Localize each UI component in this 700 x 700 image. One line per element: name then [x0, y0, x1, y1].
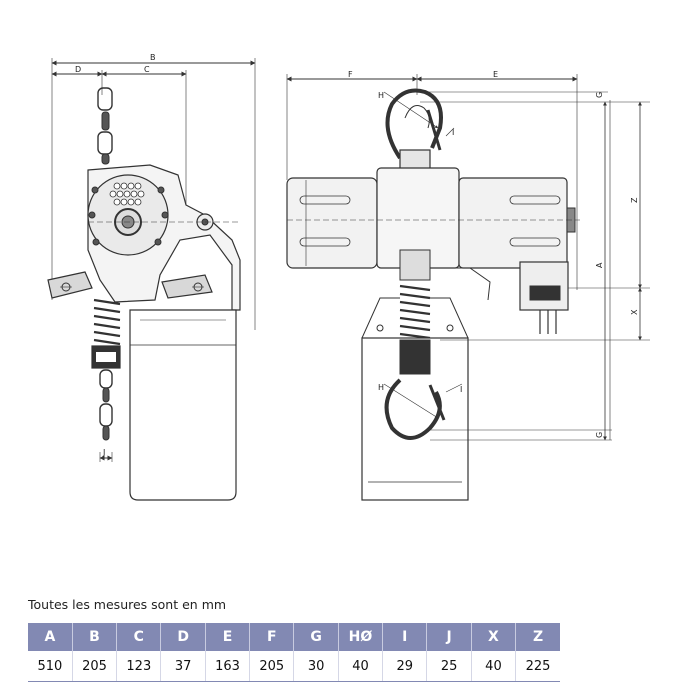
col-header: F [249, 623, 295, 651]
table-cell: 205 [249, 651, 295, 682]
col-header: G [293, 623, 339, 651]
col-header: A [28, 623, 73, 651]
label-d: D [75, 65, 81, 74]
label-a: A [595, 262, 604, 268]
label-h-top: H [378, 91, 384, 100]
table-cell: 29 [382, 651, 428, 682]
front-view [286, 74, 650, 501]
hoist-dimension-drawing: B D C F E H I H I G G Z A X J [47, 53, 650, 501]
col-header: X [471, 623, 517, 651]
label-i-top: I [452, 128, 454, 137]
table-cell: 30 [293, 651, 339, 682]
col-header: C [116, 623, 162, 651]
label-h-bottom: H [378, 383, 384, 392]
table-cell: 163 [205, 651, 251, 682]
dimensions-table: A B C D E F G HØ I J X Z 510 205 123 37 … [28, 623, 560, 682]
label-i-bottom: I [460, 385, 462, 394]
label-g-top: G [595, 92, 604, 98]
table-cell: 40 [471, 651, 517, 682]
label-b: B [150, 53, 156, 62]
label-c: C [144, 65, 150, 74]
col-header: HØ [338, 623, 384, 651]
label-f: F [348, 70, 353, 79]
label-g-bottom: G [595, 432, 604, 438]
side-view [47, 58, 256, 501]
col-header: I [382, 623, 428, 651]
label-x: X [630, 309, 639, 315]
col-header: J [426, 623, 472, 651]
col-header: D [160, 623, 206, 651]
col-header: B [72, 623, 118, 651]
label-z: Z [630, 197, 639, 203]
table-cell: 205 [72, 651, 118, 682]
table-cell: 40 [338, 651, 384, 682]
table-cell: 37 [160, 651, 206, 682]
table-cell: 225 [515, 651, 560, 682]
units-caption: Toutes les mesures sont en mm [28, 597, 227, 612]
table-cell: 25 [426, 651, 472, 682]
table-header-row: A B C D E F G HØ I J X Z [28, 623, 560, 651]
dimension-labels: B D C F E H I H I G G Z A X J [75, 53, 639, 457]
col-header: E [205, 623, 251, 651]
table-cell: 123 [116, 651, 162, 682]
col-header: Z [515, 623, 560, 651]
label-j: J [102, 448, 105, 457]
table-cell: 510 [28, 651, 73, 682]
table-row: 510 205 123 37 163 205 30 40 29 25 40 22… [28, 651, 560, 682]
label-e: E [493, 70, 498, 79]
